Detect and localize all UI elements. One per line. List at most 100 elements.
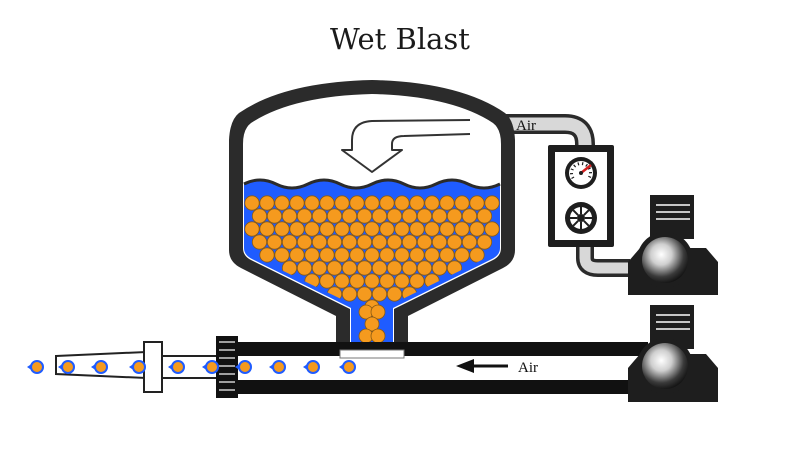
media-particle xyxy=(409,195,425,211)
media-particle xyxy=(484,221,500,237)
media-particle xyxy=(469,195,485,211)
abrasive-media xyxy=(244,195,500,314)
media-particle xyxy=(334,273,350,289)
media-particle xyxy=(469,221,485,237)
media-particle xyxy=(469,247,485,263)
media-particle xyxy=(311,260,328,276)
media-particle xyxy=(439,247,455,263)
media-particle xyxy=(341,234,358,250)
media-droplet xyxy=(168,360,185,374)
media-particle xyxy=(386,234,403,250)
media-particle xyxy=(446,208,463,224)
pressure-gauge-icon xyxy=(565,157,597,189)
media-particle xyxy=(349,247,365,263)
media-particle xyxy=(394,247,410,263)
media-particle xyxy=(364,247,380,263)
media-particle xyxy=(401,208,418,224)
media-particle xyxy=(431,234,448,250)
media-particle xyxy=(304,247,320,263)
media-particle xyxy=(259,247,275,263)
media-particle xyxy=(259,195,275,211)
media-particle xyxy=(409,247,425,263)
media-particle xyxy=(379,195,395,211)
media-particle xyxy=(386,286,403,302)
media-particle xyxy=(386,208,403,224)
media-particle xyxy=(394,221,410,237)
media-particle xyxy=(281,234,298,250)
media-particle xyxy=(349,221,365,237)
media-particle xyxy=(349,195,365,211)
media-particle xyxy=(439,195,455,211)
media-particle xyxy=(334,221,350,237)
media-droplet xyxy=(58,360,75,374)
media-particle xyxy=(341,208,358,224)
media-particle xyxy=(304,221,320,237)
media-particle xyxy=(454,221,470,237)
media-particle xyxy=(274,221,290,237)
media-particle xyxy=(364,316,380,332)
media-particle xyxy=(371,208,388,224)
media-particle xyxy=(289,247,305,263)
media-particle xyxy=(319,247,335,263)
media-particle xyxy=(334,195,350,211)
media-particle xyxy=(364,221,380,237)
media-particle xyxy=(461,208,478,224)
media-droplet xyxy=(129,360,146,374)
blast-line-pipe xyxy=(236,342,648,394)
media-droplet xyxy=(27,360,44,374)
media-particle xyxy=(424,221,440,237)
media-particle xyxy=(371,286,388,302)
media-particle xyxy=(349,273,365,289)
regulator-panel xyxy=(548,145,614,247)
media-particle xyxy=(274,195,290,211)
media-particle xyxy=(296,234,313,250)
media-particle xyxy=(311,208,328,224)
media-particle xyxy=(326,234,343,250)
air-inlet-arrow xyxy=(341,119,471,173)
media-particle xyxy=(394,195,410,211)
media-particle xyxy=(319,273,335,289)
compressor-hose xyxy=(576,240,630,277)
media-particle xyxy=(356,234,373,250)
media-particle xyxy=(431,208,448,224)
media-particle xyxy=(446,234,463,250)
media-particle xyxy=(244,221,260,237)
air-label-top: Air xyxy=(516,118,536,134)
compressor-icon xyxy=(628,195,718,295)
media-particle xyxy=(394,273,410,289)
diagram-title: Wet Blast xyxy=(330,22,470,56)
media-particle xyxy=(424,247,440,263)
media-particle xyxy=(461,234,478,250)
media-particle xyxy=(364,273,380,289)
air-label-bottom: Air xyxy=(518,360,538,376)
media-particle xyxy=(251,234,268,250)
media-particle xyxy=(341,260,358,276)
media-particle xyxy=(454,247,470,263)
media-particle xyxy=(304,195,320,211)
media-particle xyxy=(409,273,425,289)
media-particle xyxy=(356,260,373,276)
media-particle xyxy=(454,195,470,211)
media-particle xyxy=(334,247,350,263)
media-particle xyxy=(370,328,386,344)
media-particle xyxy=(379,221,395,237)
media-particle xyxy=(424,195,440,211)
media-particle xyxy=(370,304,386,320)
media-particle xyxy=(266,208,283,224)
media-particle xyxy=(364,195,380,211)
media-particle xyxy=(416,260,433,276)
air-flow-arrow xyxy=(456,359,508,373)
media-particle xyxy=(401,260,418,276)
blast-vessel xyxy=(229,80,515,360)
media-particle xyxy=(401,234,418,250)
media-particle xyxy=(476,234,493,250)
media-droplet xyxy=(235,360,252,374)
media-droplet xyxy=(269,360,286,374)
media-particle xyxy=(274,247,290,263)
media-particle xyxy=(319,221,335,237)
media-particle xyxy=(439,221,455,237)
media-particle xyxy=(371,234,388,250)
regulator-wheel-icon xyxy=(565,202,597,234)
media-in-air-stream xyxy=(27,360,356,374)
media-particle xyxy=(244,195,260,211)
